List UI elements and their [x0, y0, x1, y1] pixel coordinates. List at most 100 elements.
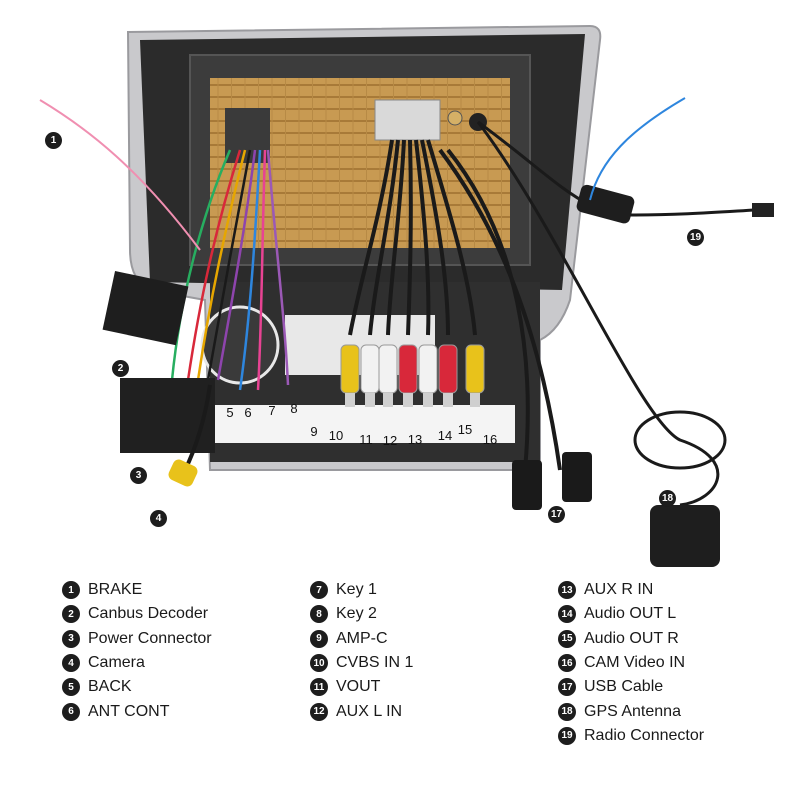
- callout-13: 13: [407, 432, 423, 447]
- legend-item: 18 GPS Antenna: [558, 699, 704, 723]
- camera-plug: [168, 459, 198, 487]
- legend-item: 5 BACK: [62, 675, 212, 699]
- callout-16: 16: [482, 432, 498, 447]
- callout-5: 5: [226, 405, 234, 420]
- legend-number: 8: [310, 605, 328, 624]
- gps-port: [447, 110, 463, 126]
- radio-adapter: [576, 184, 635, 224]
- gps-antenna-puck: [650, 505, 720, 567]
- legend-label: VOUT: [336, 678, 381, 696]
- rca-plug: [438, 344, 458, 394]
- legend-label: Key 1: [336, 581, 377, 599]
- rca-plug-tip: [345, 393, 355, 407]
- callout-17: 17: [548, 506, 565, 523]
- legend-label: BRAKE: [88, 581, 143, 599]
- rca-plugs: [340, 344, 485, 407]
- legend-item: 2 Canbus Decoder: [62, 602, 212, 626]
- legend-number: 12: [310, 702, 328, 721]
- legend-number: 6: [62, 702, 80, 721]
- legend-number: 13: [558, 581, 576, 600]
- callout-10: 10: [328, 428, 344, 443]
- gps-cable: [476, 121, 720, 507]
- legend-label: GPS Antenna: [584, 702, 681, 720]
- legend-label: CVBS IN 1: [336, 654, 414, 672]
- rca-plug-tip: [365, 393, 375, 407]
- rca-plug: [398, 344, 418, 394]
- legend-label: Power Connector: [88, 629, 212, 647]
- legend-number: 9: [310, 629, 328, 648]
- legend-number: 5: [62, 678, 80, 697]
- callout-8: 8: [290, 401, 298, 416]
- legend-label: CAM Video IN: [584, 654, 686, 672]
- rca-plug-tip: [403, 393, 413, 407]
- rca-plug-tip: [443, 393, 453, 407]
- rca-plug: [465, 344, 485, 394]
- callout-9: 9: [310, 424, 318, 439]
- video-port: [374, 99, 441, 141]
- callout-14: 14: [437, 428, 453, 443]
- rca-plug-tip: [470, 393, 480, 407]
- radio-blue-wire: [589, 97, 686, 201]
- rca-plug: [340, 344, 360, 394]
- usb-connector-1: [512, 460, 542, 510]
- legend-number: 17: [558, 678, 576, 697]
- legend-number: 14: [558, 605, 576, 624]
- legend-label: Canbus Decoder: [88, 605, 209, 623]
- legend-item: 8 Key 2: [310, 602, 413, 626]
- legend-label: Audio OUT R: [584, 629, 679, 647]
- callout-7: 7: [268, 403, 276, 418]
- power-connector-block: [120, 378, 215, 453]
- legend-item: 19 Radio Connector: [558, 724, 704, 748]
- callout-6: 6: [244, 405, 252, 420]
- legend-number: 11: [310, 678, 328, 697]
- radio-plug: [752, 203, 774, 217]
- legend-item: 17 USB Cable: [558, 675, 704, 699]
- legend-label: Camera: [88, 654, 145, 672]
- rca-plug-tip: [383, 393, 393, 407]
- callout-15: 15: [457, 422, 473, 437]
- legend-label: Key 2: [336, 605, 377, 623]
- legend-number: 19: [558, 726, 576, 745]
- head-unit-diagram: [39, 24, 774, 567]
- legend-label: BACK: [88, 678, 132, 696]
- callout-19: 19: [687, 229, 704, 246]
- callout-12: 12: [382, 433, 398, 448]
- legend-number: 18: [558, 702, 576, 721]
- callout-18: 18: [659, 490, 676, 507]
- legend-item: 3 Power Connector: [62, 627, 212, 651]
- legend-number: 1: [62, 581, 80, 600]
- callout-2: 2: [112, 360, 129, 377]
- rca-cables: [348, 139, 562, 471]
- brake-wire: [39, 99, 201, 251]
- legend-item: 10 CVBS IN 1: [310, 651, 413, 675]
- legend-item: 15 Audio OUT R: [558, 627, 704, 651]
- callout-4: 4: [150, 510, 167, 527]
- legend-number: 3: [62, 629, 80, 648]
- radio-lead: [629, 208, 756, 217]
- canbus-decoder-box: [102, 270, 189, 346]
- rca-plug: [378, 344, 398, 394]
- legend-label: USB Cable: [584, 678, 664, 696]
- legend-label: AMP-C: [336, 629, 388, 647]
- legend-number: 15: [558, 629, 576, 648]
- legend-item: 11 VOUT: [310, 675, 413, 699]
- rca-plug: [360, 344, 380, 394]
- callout-3: 3: [130, 467, 147, 484]
- legend-number: 10: [310, 654, 328, 673]
- legend-label: Radio Connector: [584, 726, 705, 744]
- legend-item: 9 AMP-C: [310, 627, 413, 651]
- gps-cable-coil: [633, 410, 727, 470]
- legend-item: 16 CAM Video IN: [558, 651, 704, 675]
- rca-plug: [418, 344, 438, 394]
- legend-number: 16: [558, 654, 576, 673]
- callout-1: 1: [45, 132, 62, 149]
- legend-number: 2: [62, 605, 80, 624]
- rca-plug-tip: [423, 393, 433, 407]
